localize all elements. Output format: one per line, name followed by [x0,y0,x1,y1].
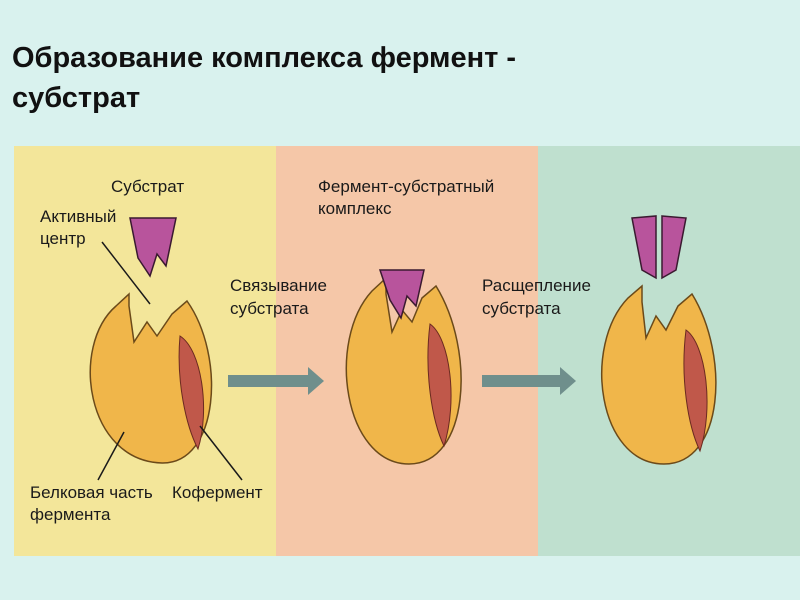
cleavage-label-1: Расщепление [482,276,591,295]
arrow-right-icon-1 [228,367,324,395]
title-line-1: Образование комплекса фермент - [12,42,517,74]
protein-part-2 [345,276,462,465]
coenzyme-2 [427,323,452,448]
enzyme-substrate-diagram: Субстрат Активный центр Белковая часть ф… [14,146,800,556]
binding-label-2: субстрата [230,299,309,318]
active-center-pointer [101,241,151,305]
complex-label-2: комплекс [318,199,392,218]
coenzyme-1 [178,335,205,451]
substrate-label: Субстрат [111,177,184,196]
enzyme-stage-3 [601,284,717,465]
coenzyme-label: Кофермент [172,483,263,502]
title-line-2: субстрат [12,82,141,114]
active-center-label-2: центр [40,229,86,248]
protein-part-label-2: фермента [30,505,111,524]
substrate-stage-2 [378,269,425,320]
slide-title: Образование комплекса фермент - субстрат [12,38,712,118]
arrow-right-icon-2 [482,367,576,395]
substrate-fragment-right [661,215,687,280]
cleavage-label-2: субстрата [482,299,561,318]
complex-label-1: Фермент-субстратный [318,177,494,196]
enzyme-stage-2 [345,276,462,465]
protein-part-pointer [97,431,125,481]
coenzyme-pointer [199,425,243,481]
active-center-label-1: Активный [40,207,116,226]
protein-part-label-1: Белковая часть [30,483,153,502]
diagram-canvas: Субстрат Активный центр Белковая часть ф… [14,146,800,556]
substrate-stage-1 [129,217,177,278]
enzyme-stage-1 [89,292,213,464]
coenzyme-3 [683,329,708,453]
binding-label-1: Связывание [230,276,327,295]
substrate-fragment-left [631,215,657,280]
